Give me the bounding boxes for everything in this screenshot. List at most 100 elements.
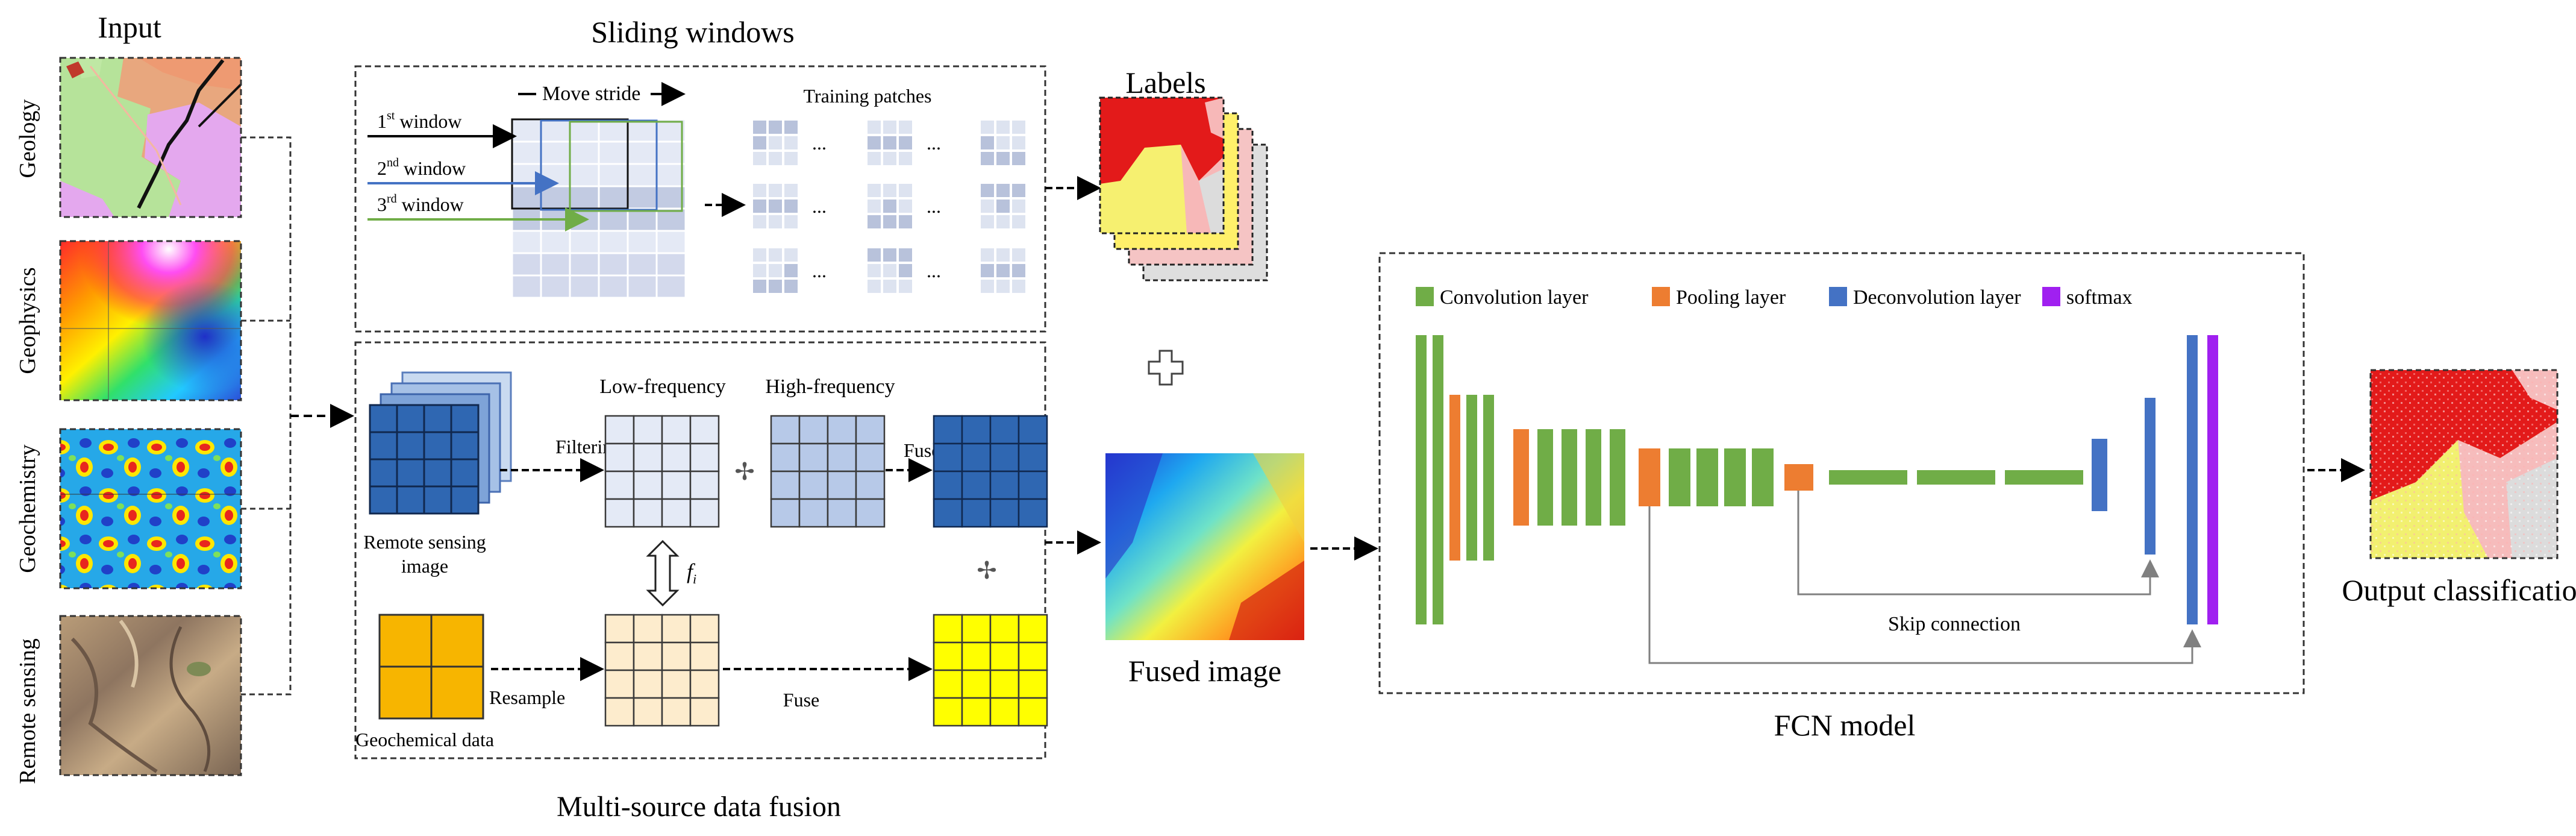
rs-grid-cell [423, 458, 452, 488]
label-map [1100, 98, 1224, 233]
patch-cell [753, 215, 766, 228]
low-frequency-grid [604, 415, 720, 528]
pool-layer [1784, 464, 1813, 491]
resampled-cell [661, 641, 692, 671]
rs-grid-cell [450, 485, 480, 515]
sliding-grid-cell [569, 140, 600, 165]
resampled-cell [689, 614, 720, 644]
fcn-frame [1378, 252, 2305, 694]
conv-layer [1752, 448, 1774, 506]
low-freq-cell [604, 498, 635, 528]
high-frequency-label: High-frequency [765, 376, 895, 398]
output-map-frame [2369, 369, 2559, 559]
sliding-grid-cell [627, 185, 658, 210]
patch-cell [769, 215, 782, 228]
sliding-grid-cell [598, 207, 629, 232]
patch-cell [784, 136, 798, 149]
training-patches-label: Training patches [803, 85, 931, 107]
patch-cell [883, 200, 896, 213]
legend-swatch-softmax [2042, 287, 2060, 306]
sliding-grid-cell [511, 274, 542, 299]
patch-cell [1012, 280, 1025, 293]
patch-cell [899, 136, 912, 149]
legend-swatch-conv [1416, 287, 1434, 306]
fused-rs-cell [961, 470, 992, 500]
rs-grid-cell [369, 404, 398, 433]
conv-layer [1586, 429, 1601, 526]
patch-cell [899, 264, 912, 277]
plus-icon [1148, 350, 1184, 386]
window-label-2: 2nd window [377, 156, 466, 179]
sliding-grid-cell [627, 207, 658, 232]
sliding-windows-frame [354, 65, 1046, 333]
high-freq-cell [855, 470, 886, 500]
sliding-grid-cell [511, 252, 542, 277]
rs-image-label-1: Remote sensing [363, 531, 486, 553]
patch-cell [981, 264, 994, 277]
patch-cell [981, 215, 994, 228]
resampled-cell [633, 614, 663, 644]
geochem-cell [378, 614, 433, 668]
sliding-grid-cell [598, 140, 629, 165]
geochem-cell [430, 614, 484, 668]
patch-cell [753, 136, 766, 149]
patch-ellipsis: ... [812, 260, 827, 281]
patch-cell [883, 184, 896, 197]
resampled-cell [661, 697, 692, 727]
sliding-grid-cell [569, 230, 600, 254]
fused-rs-cell [961, 498, 992, 528]
patch-cell [996, 184, 1010, 197]
fused-rs-grid [933, 415, 1048, 528]
resampled-cell [661, 669, 692, 699]
fused-image-title: Fused image [1128, 654, 1281, 688]
resampled-cell [689, 669, 720, 699]
input-title: Input [98, 10, 161, 44]
legend-label-deconv: Deconvolution layer [1853, 286, 2021, 309]
skip-connection-label: Skip connection [1888, 613, 2021, 635]
patch-ellipsis: ... [812, 195, 827, 217]
fused-rs-cell [1018, 470, 1048, 500]
fi-double-arrow [646, 539, 680, 607]
geochem-cell [430, 665, 484, 720]
patch-cell [899, 200, 912, 213]
label-stack [1099, 96, 1268, 281]
geology-map [60, 58, 242, 217]
conv-layer [1562, 429, 1577, 526]
rs-grid-cell [369, 458, 398, 488]
conv-layer [1669, 448, 1690, 506]
output-title: Output classification [2342, 573, 2576, 607]
sliding-grid-cell [627, 230, 658, 254]
patch-cell [899, 152, 912, 165]
patch-cell [899, 121, 912, 134]
high-frequency-grid [770, 415, 886, 528]
labels-section: Labels [1099, 66, 1268, 281]
high-freq-cell [798, 415, 829, 445]
fused-geochem-cell [1018, 641, 1048, 671]
resampled-cell [633, 697, 663, 727]
fused-geochem-cell [961, 641, 992, 671]
conv-layer [1610, 429, 1625, 526]
output-classification-map [2371, 370, 2557, 558]
fuse-bottom-label: Fuse [783, 689, 819, 711]
fused-rs-cell [961, 442, 992, 473]
fused-geochem-grid [933, 614, 1048, 727]
patch-cell [996, 248, 1010, 262]
sliding-grid-cell [655, 230, 687, 254]
deconv-layer [2145, 398, 2156, 555]
sliding-grid-cell [569, 163, 600, 187]
pool-layer [1449, 395, 1460, 561]
patch-cell [883, 264, 896, 277]
legend-swatch-pool [1652, 287, 1670, 306]
patch-cell [883, 215, 896, 228]
patch-cell [996, 136, 1010, 149]
input-section: Input Geology Geophysics [15, 10, 354, 784]
resampled-geochem-grid [604, 614, 720, 727]
patch-cell [883, 280, 896, 293]
rs-grid-cell [396, 431, 425, 460]
geochemical-data-grid [378, 614, 484, 720]
high-freq-cell [770, 415, 801, 445]
patch-cell [899, 215, 912, 228]
patch-cell [981, 152, 994, 165]
conv-layer [1483, 395, 1494, 561]
